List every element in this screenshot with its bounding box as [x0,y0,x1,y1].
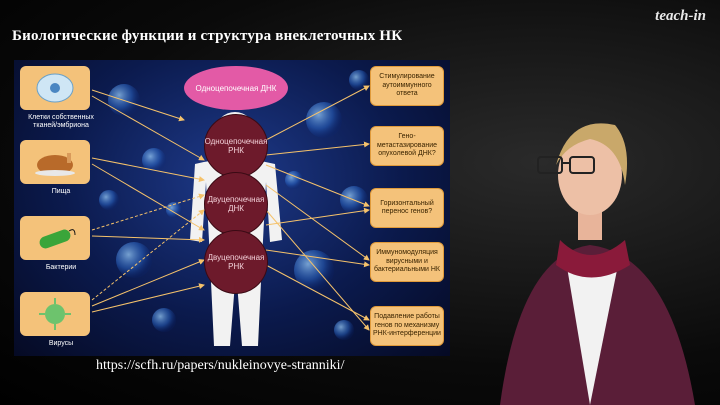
source-card-bacteria: Бактерии [20,216,90,271]
cell-icon [36,73,74,103]
lecturer [500,123,695,405]
function-immunomodulation: Иммуномодуляция вирусными и бактериальны… [370,242,444,282]
source-label: Пища [51,188,71,195]
single-strand-dna: Одноцепочечная ДНК [184,66,288,110]
source-label: Клетки собственных тканей/эмбриона [28,114,94,129]
source-label: Бактерии [45,264,77,271]
function-autoimmune: Стимулирование аутоиммунного ответа [370,66,444,106]
presentation-slide: Клетки собственных тканей/эмбриона Пища … [14,60,450,356]
channel-logo: teach-in [655,8,706,24]
source-label: Вирусы [48,340,74,347]
virus-icon [39,298,71,330]
function-rna-interference: Подавление работы генов по механизму РНК… [370,306,444,346]
double-strand-rna: Двуцепочечная РНК [204,230,268,294]
function-genometastasis: Гено-метастазирование опухолевой ДНК? [370,126,444,166]
function-horizontal-transfer: Горизонтальный перенос генов? [370,188,444,228]
slide-title: Биологические функции и структура внекле… [12,28,403,44]
bacterium-icon [39,229,76,249]
source-card-cells: Клетки собственных тканей/эмбриона [20,66,94,129]
single-strand-rna: Одноцепочечная РНК [204,114,268,178]
roast-chicken-icon [35,153,75,176]
double-strand-dna: Двуцепочечная ДНК [204,172,268,236]
source-card-viruses: Вирусы [20,292,90,347]
source-card-food: Пища [20,140,90,195]
source-link[interactable]: https://scfh.ru/papers/nukleinovye-stran… [96,358,345,373]
arrows [91,85,370,331]
